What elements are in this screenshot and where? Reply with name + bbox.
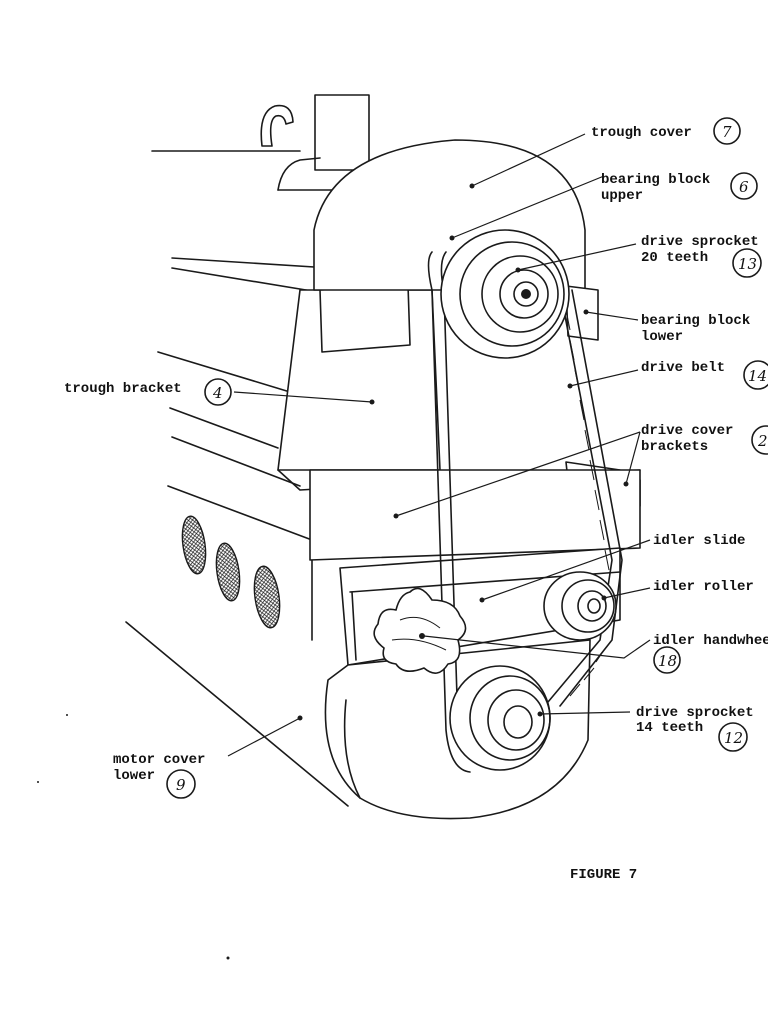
label-bearing-block-upper-num: 6 [739, 178, 749, 196]
label-idler-roller: idler roller [653, 579, 754, 595]
label-drive-cover-brackets-num: 2 [757, 432, 768, 450]
scan-specks [37, 714, 230, 960]
label-drive-sprocket-14-line2: 14 teeth [636, 720, 703, 736]
label-trough-bracket-num: 4 [212, 384, 223, 402]
label-drive-sprocket-20-line1: drive sprocket [641, 234, 759, 250]
vent-2 [215, 542, 241, 602]
label-bearing-block-lower-line2: lower [641, 329, 683, 345]
label-bearing-block-upper-line1: bearing block [601, 172, 710, 188]
label-trough-cover-text: trough cover [591, 125, 692, 141]
label-motor-cover-lower-num: 9 [176, 776, 186, 794]
label-trough-cover-num: 7 [722, 123, 732, 141]
label-drive-sprocket-20-line2: 20 teeth [641, 250, 708, 266]
drive-sprocket-14-teeth [449, 665, 551, 771]
label-idler-roller-text: idler roller [653, 579, 754, 595]
label-drive-sprocket-14-num: 12 [724, 729, 743, 747]
label-bearing-block-lower: bearing block lower [641, 313, 750, 345]
idler-handwheel [373, 587, 467, 674]
vent-1 [181, 515, 207, 575]
label-drive-belt-text: drive belt [641, 360, 725, 376]
label-bearing-block-upper-line2: upper [601, 188, 643, 204]
label-drive-sprocket-14-line1: drive sprocket [636, 705, 754, 721]
label-drive-sprocket-20-num: 13 [738, 255, 757, 273]
label-drive-cover-brackets-line1: drive cover [641, 423, 733, 439]
leader-lines [227, 133, 651, 757]
label-idler-handwheel-text: idler handwheel [653, 633, 768, 649]
label-trough-cover: trough cover 7 [591, 117, 741, 145]
label-drive-sprocket-14: drive sprocket 14 teeth 12 [636, 705, 754, 752]
label-trough-bracket: trough bracket 4 [64, 378, 232, 406]
label-idler-handwheel-num: 18 [658, 652, 677, 670]
label-motor-cover-lower-line1: motor cover [113, 752, 205, 768]
label-drive-belt-num: 14 [748, 367, 767, 385]
drive-sprocket-20-teeth [440, 229, 570, 359]
label-idler-slide: idler slide [653, 533, 745, 549]
label-idler-slide-text: idler slide [653, 533, 745, 549]
label-drive-cover-brackets: drive cover brackets 2 [641, 423, 768, 455]
idler-roller [543, 571, 617, 641]
label-drive-cover-brackets-line2: brackets [641, 439, 708, 455]
label-trough-bracket-text: trough bracket [64, 381, 182, 397]
label-motor-cover-lower-line2: lower [113, 768, 155, 784]
machine-housing [125, 94, 370, 807]
label-idler-handwheel: idler handwheel 18 [653, 633, 768, 674]
vent-3 [253, 565, 281, 629]
label-drive-belt: drive belt 14 [641, 360, 768, 390]
label-motor-cover-lower: motor cover lower 9 [113, 752, 205, 799]
figure-caption: FIGURE 7 [570, 867, 637, 883]
label-bearing-block-lower-line1: bearing block [641, 313, 750, 329]
label-bearing-block-upper: bearing block upper 6 [601, 172, 758, 204]
label-drive-sprocket-20: drive sprocket 20 teeth 13 [641, 234, 762, 278]
